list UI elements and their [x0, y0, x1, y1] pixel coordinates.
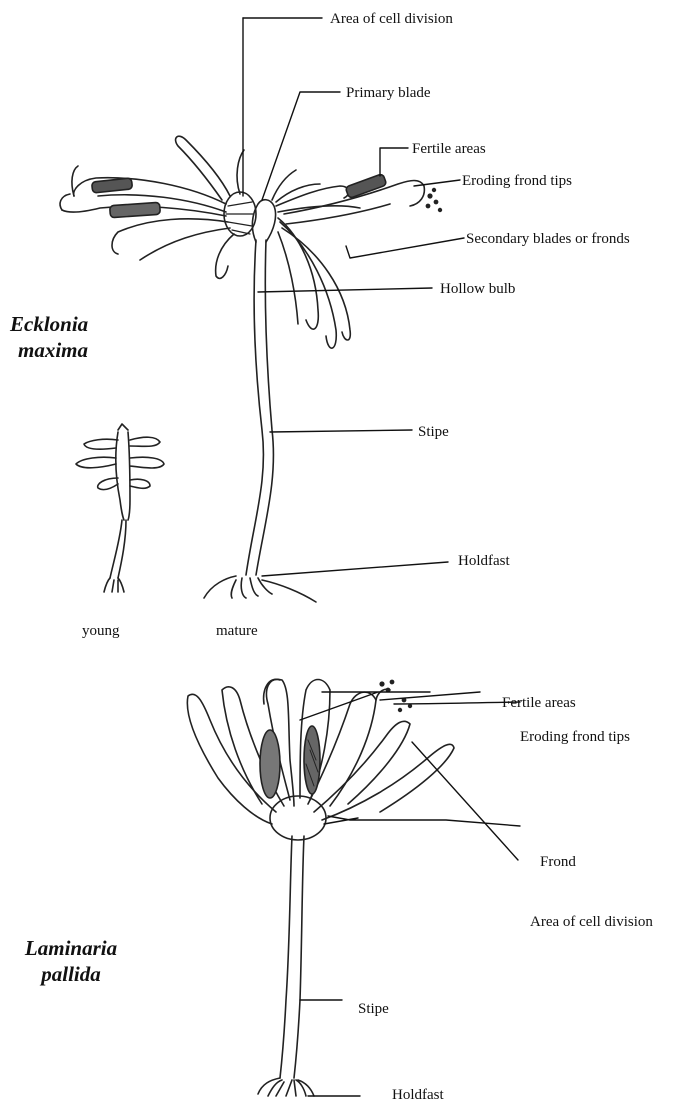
label-eroding-frond-tips: Eroding frond tips: [462, 172, 572, 190]
label-primary-blade: Primary blade: [346, 84, 431, 102]
label-stipe: Stipe: [418, 423, 449, 441]
label-holdfast: Holdfast: [458, 552, 510, 570]
caption-young: young: [82, 622, 120, 640]
label-laminaria-eroding-frond-tips: Eroding frond tips: [520, 728, 630, 746]
species-name-ecklonia-genus: Ecklonia: [10, 312, 88, 336]
ecklonia-mature-plant: [60, 136, 441, 602]
species-name-ecklonia-species: maxima: [18, 338, 88, 362]
ecklonia-young-plant: [76, 424, 164, 592]
label-laminaria-frond: Frond: [540, 853, 576, 871]
label-secondary-blades: Secondary blades or fronds: [466, 230, 630, 248]
label-laminaria-area-of-cell-division: Area of cell division: [530, 913, 653, 931]
label-laminaria-fertile-areas: Fertile areas: [502, 694, 576, 712]
species-name-laminaria-genus: Laminaria: [6, 936, 136, 960]
species-name-laminaria-species: pallida: [6, 962, 136, 986]
label-area-of-cell-division: Area of cell division: [330, 10, 453, 28]
label-laminaria-stipe: Stipe: [358, 1000, 389, 1018]
label-laminaria-holdfast: Holdfast: [392, 1086, 444, 1104]
label-fertile-areas: Fertile areas: [412, 140, 486, 158]
label-hollow-bulb: Hollow bulb: [440, 280, 515, 298]
laminaria-plant: [187, 679, 454, 1096]
caption-mature: mature: [216, 622, 258, 640]
